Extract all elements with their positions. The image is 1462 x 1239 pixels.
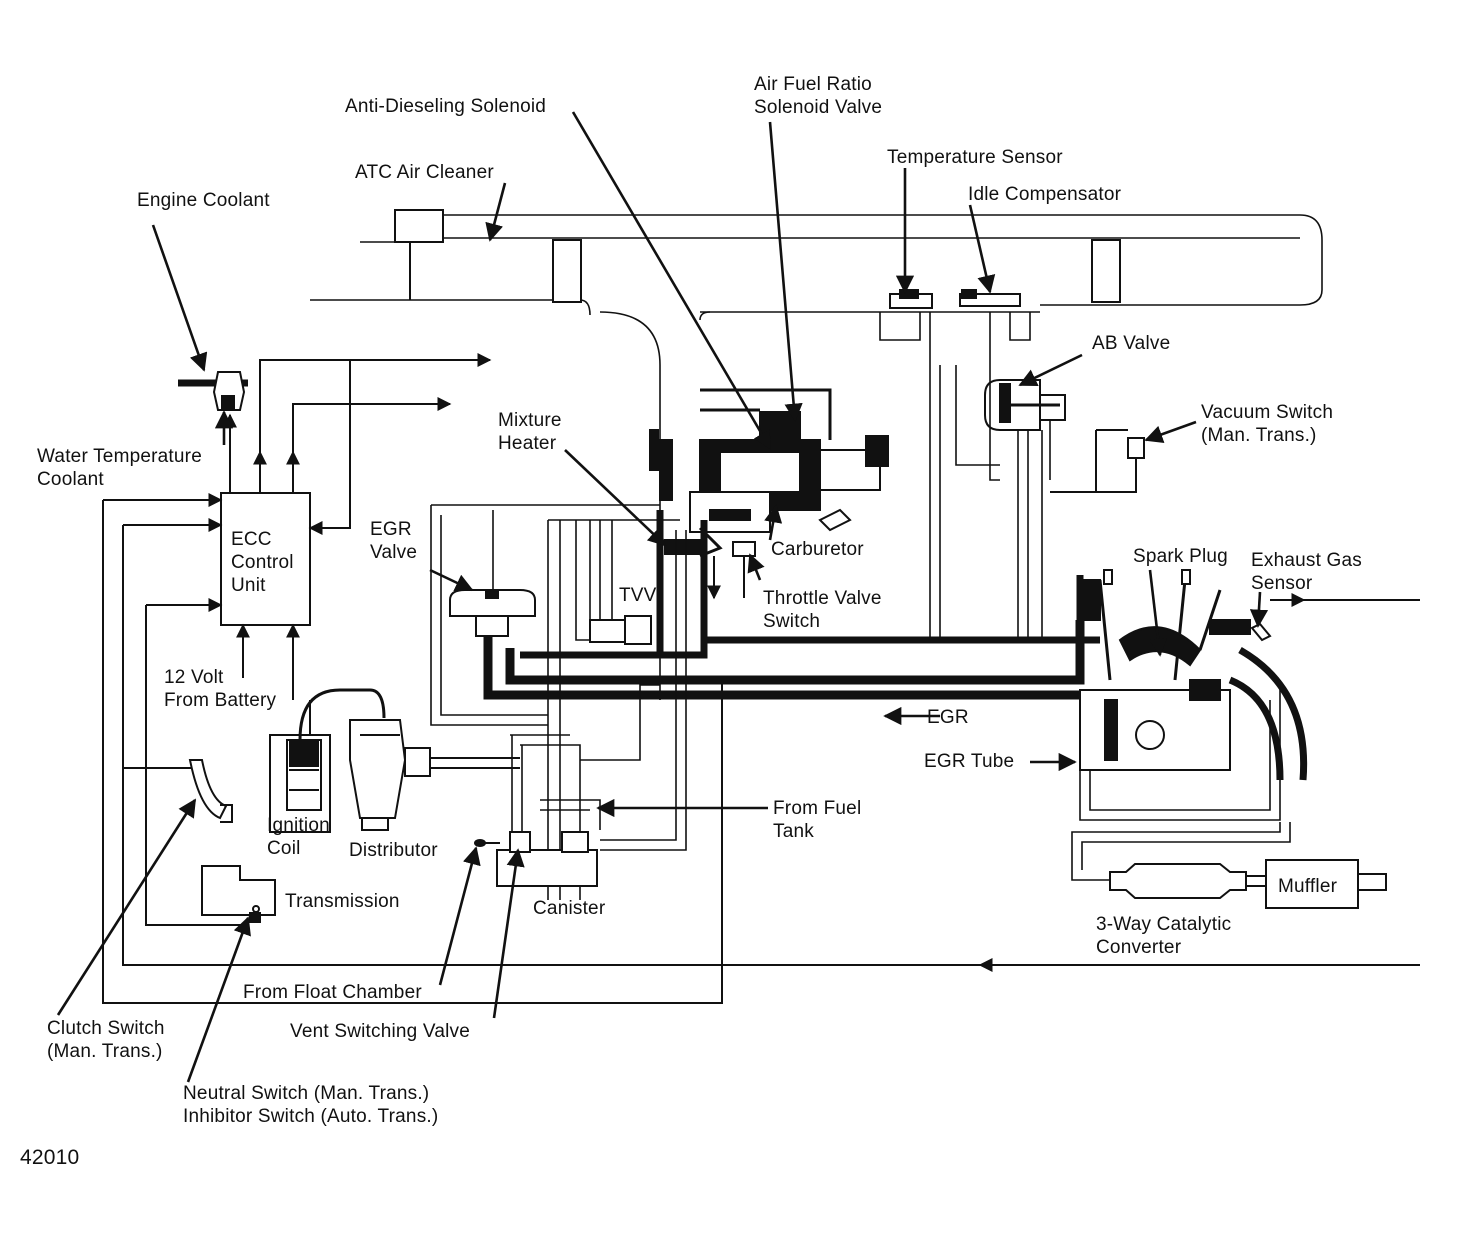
label-muffler: Muffler (1278, 876, 1338, 897)
label-vent-switching-valve: Vent Switching Valve (290, 1021, 470, 1042)
throttle-valve-switch-part (732, 541, 756, 598)
label-egr: EGR (370, 519, 412, 540)
label-ab-valve: AB Valve (1092, 333, 1170, 354)
label-clutch-man-trans: (Man. Trans.) (47, 1041, 163, 1062)
distributor-part (349, 719, 520, 831)
label-valve: Valve (370, 542, 417, 563)
muffler-part (1265, 859, 1387, 909)
label-neutral-switch: Neutral Switch (Man. Trans.) (183, 1083, 429, 1104)
tvv-part (547, 519, 680, 900)
ecc-control-unit-box (220, 492, 311, 626)
label-transmission: Transmission (285, 891, 400, 912)
label-egr-flow: EGR (927, 707, 969, 728)
label-vacuum-switch: Vacuum Switch (1201, 402, 1333, 423)
label-from-fuel: From Fuel (773, 798, 861, 819)
label-heater: Heater (498, 433, 557, 454)
label-coolant: Coolant (37, 469, 104, 490)
canister-part (474, 831, 598, 887)
exhaust-pipe-part (1071, 822, 1291, 881)
label-vacuum-switch-man-trans: (Man. Trans.) (1201, 425, 1317, 446)
label-mixture: Mixture (498, 410, 562, 431)
label-throttle-valve: Throttle Valve (763, 588, 882, 609)
label-anti-dieseling-solenoid: Anti-Dieseling Solenoid (345, 96, 546, 117)
clutch-switch-part (188, 759, 233, 823)
label-atc-air-cleaner: ATC Air Cleaner (355, 162, 494, 183)
label-tank: Tank (773, 821, 814, 842)
label-distributor: Distributor (349, 840, 438, 861)
label-control: Control (231, 552, 294, 573)
leader-arrows (56, 111, 1269, 1083)
label-unit: Unit (231, 575, 266, 596)
carburetor-lines (707, 312, 1031, 740)
label-coil: Coil (267, 838, 301, 859)
ecc-wiring (102, 353, 1420, 1004)
label-switch: Switch (763, 611, 820, 632)
exhaust-manifold-part (1228, 593, 1420, 781)
label-converter: Converter (1096, 937, 1182, 958)
label-canister: Canister (533, 898, 606, 919)
ab-valve-part (984, 379, 1066, 640)
figure-number: 42010 (20, 1146, 79, 1169)
label-from-float-chamber: From Float Chamber (243, 982, 422, 1003)
label-spark-plug: Spark Plug (1133, 546, 1228, 567)
label-tvv: TVV (619, 585, 657, 606)
idle-compensator-part (959, 289, 1021, 307)
label-exhaust-gas: Exhaust Gas (1251, 550, 1362, 571)
ignition-coil-part (269, 688, 386, 833)
label-3-way-catalytic: 3-Way Catalytic (1096, 914, 1231, 935)
air-cleaner-housing (310, 209, 1323, 700)
label-temperature-sensor: Temperature Sensor (887, 147, 1063, 168)
label-carburetor: Carburetor (771, 539, 864, 560)
label-egr-tube: EGR Tube (924, 751, 1014, 772)
transmission-part (201, 865, 276, 923)
label-idle-compensator: Idle Compensator (968, 184, 1122, 205)
egr-valve-part (430, 504, 660, 726)
label-inhibitor-switch: Inhibitor Switch (Auto. Trans.) (183, 1106, 438, 1127)
label-12-volt: 12 Volt (164, 667, 224, 688)
catalytic-converter-part (1109, 863, 1266, 899)
label-clutch-switch: Clutch Switch (47, 1018, 165, 1039)
temperature-sensor-part (889, 289, 933, 309)
water-temp-sensor-part (178, 371, 248, 411)
label-air-fuel-ratio: Air Fuel Ratio (754, 74, 872, 95)
carburetor-part (649, 388, 889, 533)
label-water-temperature: Water Temperature (37, 446, 202, 467)
label-from-battery: From Battery (164, 690, 276, 711)
label-ignition: Ignition (267, 815, 330, 836)
label-solenoid-valve: Solenoid Valve (754, 97, 882, 118)
label-ecc: ECC (231, 529, 272, 550)
vacuum-switch-part (1050, 429, 1145, 493)
label-engine-coolant: Engine Coolant (137, 190, 270, 211)
label-sensor: Sensor (1251, 573, 1313, 594)
